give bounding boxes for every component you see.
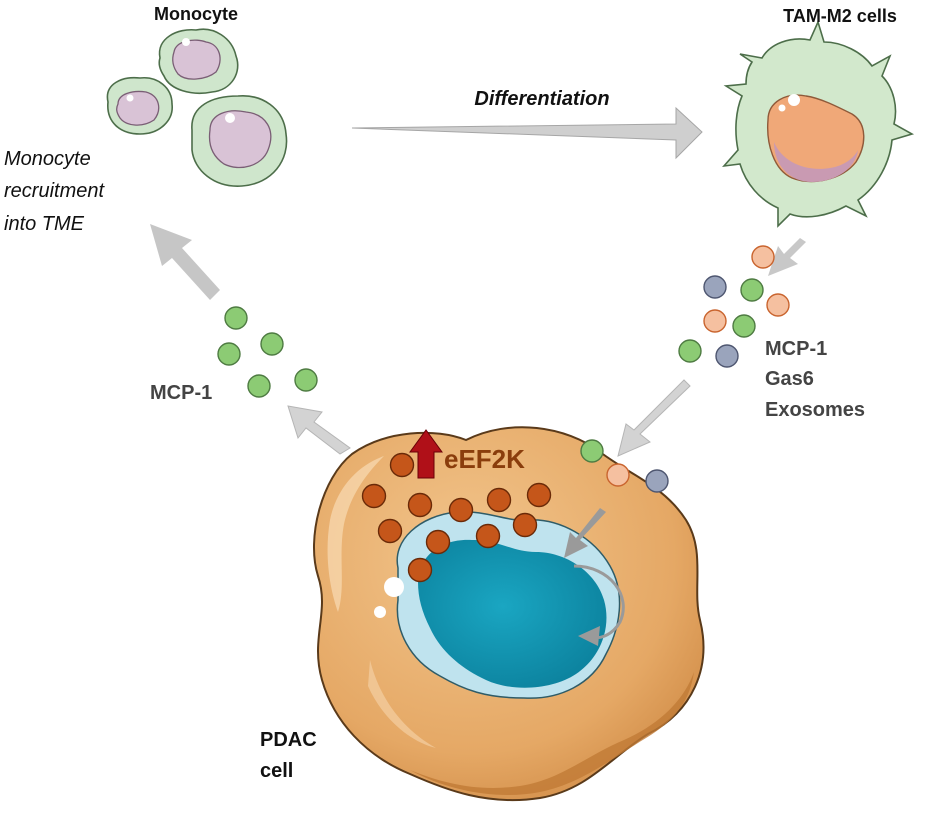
mcp1-release-arrow bbox=[287, 405, 351, 455]
secreted-factor-dots bbox=[678, 245, 790, 368]
monocyte-cells bbox=[106, 28, 288, 187]
nucleus-curved-arrow bbox=[573, 564, 625, 639]
pdac-cell bbox=[313, 426, 705, 802]
monocyte-cell-1 bbox=[158, 28, 239, 94]
secretion-to-pdac-arrow bbox=[617, 379, 691, 457]
differentiation-label: Differentiation bbox=[474, 88, 609, 110]
arrows bbox=[150, 106, 806, 457]
mcp1-left-label: MCP-1 bbox=[150, 382, 212, 404]
recruitment-arrow bbox=[150, 224, 220, 300]
mcp1-dots-left bbox=[217, 306, 318, 398]
tam-secretion-arrow bbox=[768, 238, 806, 276]
monocyte-cell-2 bbox=[106, 76, 173, 135]
docked-particles bbox=[580, 439, 669, 493]
pdac-label-line2: cell bbox=[260, 760, 293, 782]
secreted-label-exosomes: Exosomes bbox=[765, 399, 865, 421]
monocyte-label: Monocyte bbox=[154, 4, 238, 24]
nucleus-entry-arrow bbox=[564, 508, 606, 558]
pdac-nucleus bbox=[374, 511, 621, 699]
recruitment-label-line1: Monocyte bbox=[4, 148, 91, 170]
tam-m2-cell bbox=[722, 19, 915, 228]
secreted-label-gas6: Gas6 bbox=[765, 368, 814, 390]
eef2k-granules bbox=[361, 452, 552, 583]
tam-label: TAM-M2 cells bbox=[783, 6, 897, 26]
recruitment-label-line2: recruitment bbox=[4, 180, 105, 202]
differentiation-arrow bbox=[351, 106, 703, 160]
eef2k-label: eEF2K bbox=[444, 444, 525, 474]
monocyte-cell-3 bbox=[191, 95, 288, 187]
pdac-label-line1: PDAC bbox=[260, 729, 317, 751]
secreted-label-mcp1: MCP-1 bbox=[765, 338, 827, 360]
recruitment-label-line3: into TME bbox=[4, 213, 85, 235]
upregulation-arrow bbox=[409, 429, 443, 479]
